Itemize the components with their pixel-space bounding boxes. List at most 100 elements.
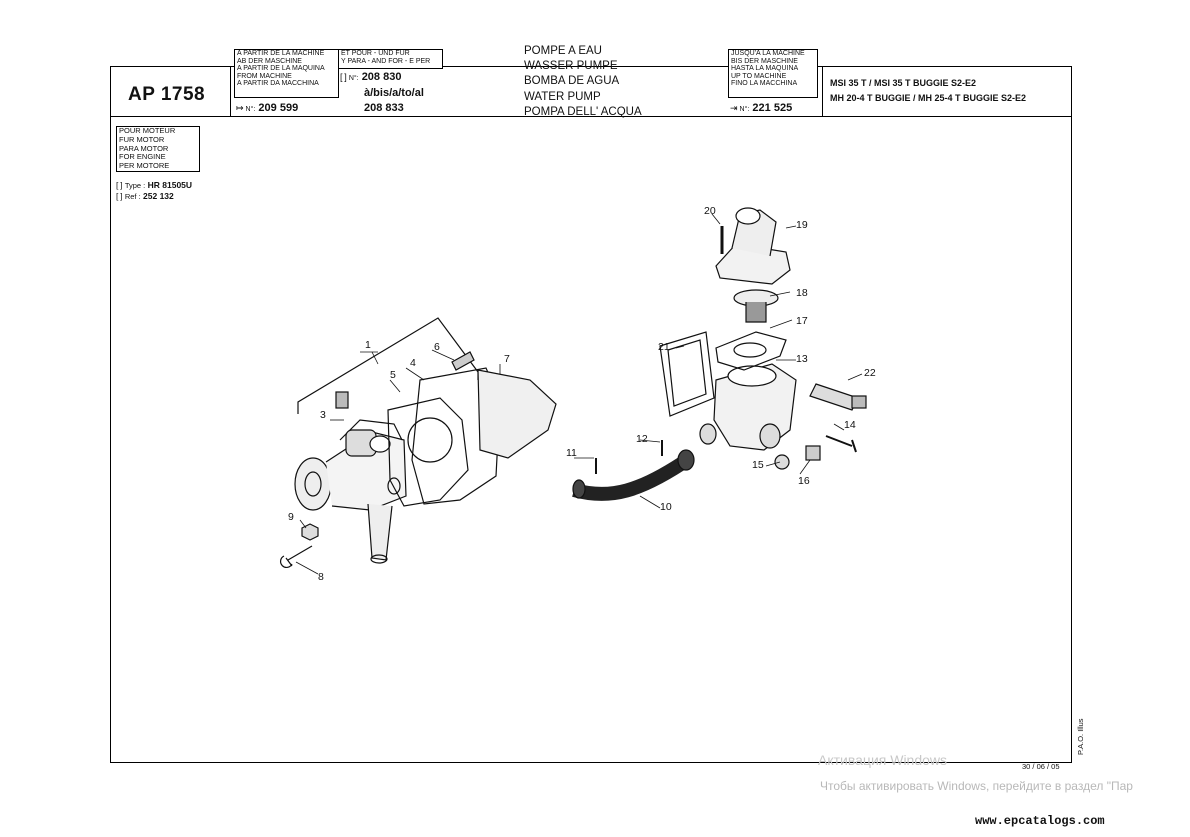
up-to-line: JUSQU'A LA MACHINE (731, 50, 805, 57)
arrow-right-icon: ↦ (236, 103, 244, 113)
title-it: POMPA DELL' ACQUA (524, 105, 642, 118)
header-divider-2 (822, 66, 823, 116)
callout-16: 16 (798, 475, 810, 487)
windows-watermark-title: Активация Windows (818, 752, 948, 768)
and-for-label: N°: (348, 75, 359, 82)
callout-11: 11 (566, 447, 577, 459)
up-to-line: HASTA LA MAQUINA (731, 65, 799, 73)
callout-14: 14 (844, 419, 856, 431)
ref-value: 252 132 (143, 191, 174, 201)
callout-20: 20 (704, 205, 716, 217)
from-machine-box: A PARTIR DE LA MACHINE AB DER MASCHINE A… (234, 49, 339, 98)
water-pump-body (294, 419, 407, 564)
from-line: A PARTIR DE LA MACHINE (237, 50, 325, 57)
site-url: www.epcatalogs.com (975, 814, 1105, 828)
callout-19: 19 (796, 219, 808, 231)
engine-line: FOR ENGINE (119, 152, 166, 162)
ref-label: Ref : (124, 192, 141, 201)
header-divider (110, 116, 1072, 117)
page-code: AP 1758 (128, 84, 206, 105)
plug-16 (805, 445, 821, 461)
callout-8: 8 (318, 571, 324, 583)
callout-17: 17 (796, 315, 808, 327)
type-value: HR 81505U (147, 180, 193, 190)
callout-18: 18 (796, 287, 808, 299)
model-line: MSI 35 T / MSI 35 T BUGGIE S2-E2 (830, 78, 977, 88)
from-number-row: ↦N°: 209 599 (236, 102, 298, 114)
up-to-machine-box: JUSQU'A LA MACHINE BIS DER MASCHINE HAST… (728, 49, 818, 98)
sensor-22 (809, 383, 859, 411)
bracket-icon: [ ] (116, 180, 123, 190)
and-for-line: Y PARA - AND FOR - E PER (341, 57, 431, 65)
leader-lines (295, 213, 863, 575)
gasket-17 (715, 331, 787, 371)
up-to-number-row: ⇥N°: 221 525 (730, 102, 792, 114)
engine-line: PER MOTORE (119, 161, 170, 171)
callout-5: 5 (390, 369, 396, 381)
from-line: FROM MACHINE (237, 72, 292, 80)
callout-21: 21 (658, 341, 670, 353)
group-bracket (297, 317, 479, 414)
engine-info: POUR MOTEUR FUR MOTOR PARA MOTOR FOR ENG… (116, 126, 200, 172)
windows-watermark-text: Чтобы активировать Windows, перейдите в … (820, 779, 1133, 793)
callout-6: 6 (434, 341, 440, 353)
engine-type-row: [ ] Type : HR 81505U (116, 180, 192, 190)
callout-labels: 1 3 4 5 6 7 8 9 10 11 12 13 14 15 16 17 … (288, 205, 876, 583)
and-for-range: à/bis/a/to/al (364, 87, 424, 99)
from-number: 209 599 (258, 102, 299, 114)
bolt-14 (825, 435, 857, 453)
gasket-21 (659, 331, 715, 417)
title-fr: POMPE A EAU (524, 45, 602, 57)
hose-10 (572, 452, 694, 501)
callout-7: 7 (504, 353, 510, 365)
callout-22: 22 (864, 367, 876, 379)
up-to-number: 221 525 (752, 102, 793, 114)
callout-4: 4 (410, 357, 416, 369)
and-for-line: ET POUR - UND FUR (341, 50, 410, 57)
gasket-5 (387, 397, 469, 507)
engine-line: PARA MOTOR (119, 143, 169, 153)
model-line: MH 20-4 T BUGGIE / MH 25-4 T BUGGIE S2-E… (830, 93, 1027, 103)
bracket-icon: [ ] (340, 72, 347, 82)
from-number-label: N°: (245, 106, 256, 113)
callout-15: 15 (752, 459, 764, 471)
washer-15 (774, 454, 790, 470)
title-block: POMPE A EAU WASSER PUMPE BOMBA DE AGUA W… (524, 44, 642, 120)
callout-9: 9 (288, 511, 294, 523)
from-line: A PARTIR DE LA MAQUINA (237, 65, 325, 73)
bolt-8 (280, 545, 313, 568)
title-en: WATER PUMP (524, 90, 601, 103)
models-block: MSI 35 T / MSI 35 T BUGGIE S2-E2 MH 20-4… (830, 76, 1026, 106)
up-to-label: N°: (739, 106, 750, 113)
callout-3: 3 (320, 409, 326, 421)
from-line: A PARTIR DA MACCHINA (237, 80, 319, 88)
engine-line: FUR MOTOR (119, 134, 165, 144)
gasket-7 (477, 369, 557, 459)
bracket-icon: [ ] (116, 191, 123, 201)
up-to-line: FINO LA MACCHINA (731, 80, 798, 88)
header-divider-1 (230, 66, 231, 116)
engine-ref-row: [ ] Ref : 252 132 (116, 191, 174, 201)
and-for-number-row: [ ]N°: 208 830 (340, 71, 401, 83)
and-for-number-1: 208 830 (361, 71, 402, 83)
engine-box: POUR MOTEUR FUR MOTOR PARA MOTOR FOR ENG… (116, 126, 200, 172)
callout-13: 13 (796, 353, 808, 365)
callout-10: 10 (660, 501, 672, 513)
engine-line: POUR MOTEUR (119, 126, 176, 135)
and-for-number-2: 208 833 (364, 102, 404, 114)
page-frame (110, 66, 1072, 763)
type-label: Type : (124, 181, 146, 190)
and-for-box: ET POUR - UND FUR Y PARA - AND FOR - E P… (338, 49, 443, 69)
title-de: WASSER PUMPE (524, 60, 618, 73)
side-credit: P.A.O. Illus (1076, 718, 1085, 755)
arrow-left-icon: ⇥ (730, 103, 738, 113)
up-to-line: UP TO MACHINE (731, 72, 787, 80)
callout-1: 1 (365, 339, 371, 351)
page-date: 30 / 06 / 05 (1022, 762, 1060, 771)
bolt-6 (451, 351, 475, 371)
plug-3 (335, 391, 349, 409)
callout-12: 12 (636, 433, 648, 445)
from-line: AB DER MASCHINE (237, 57, 302, 65)
up-to-line: BIS DER MASCHINE (731, 57, 798, 65)
